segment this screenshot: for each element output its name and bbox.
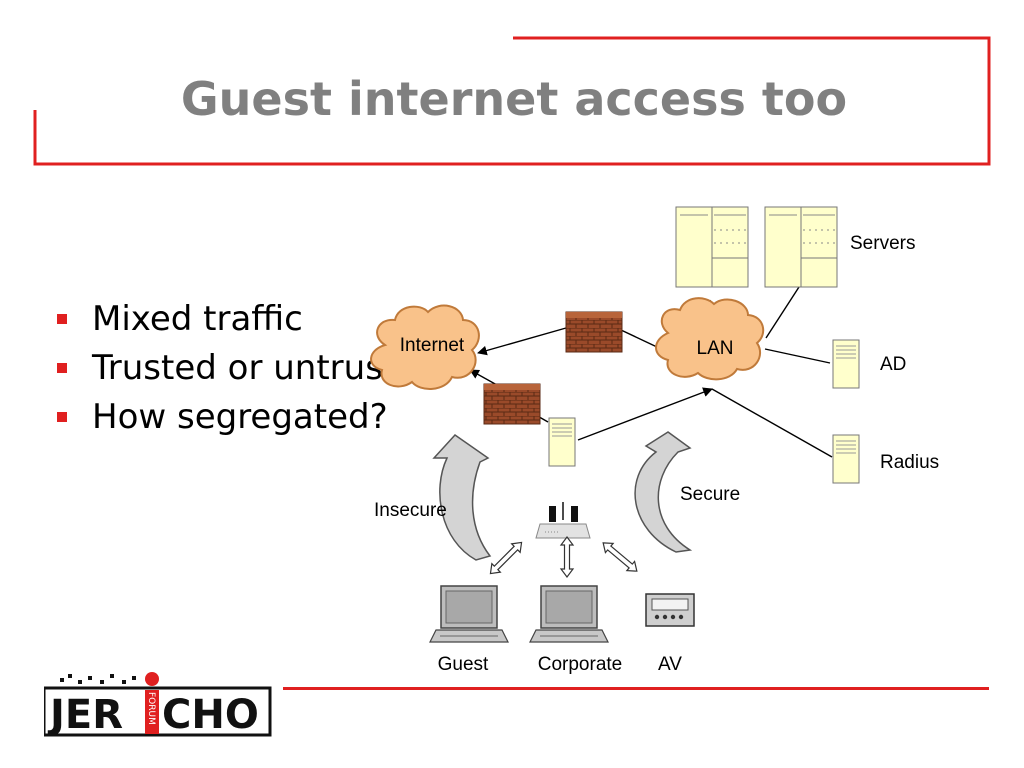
guest-label: Guest [438, 654, 489, 675]
logo-vertical-text: FORUM [146, 692, 156, 725]
jericho-forum-logo: JER FORUM CHO [44, 672, 272, 738]
line-firewall-internet [477, 327, 567, 356]
radius-server-icon [832, 434, 860, 484]
radius-label: Radius [880, 452, 939, 473]
line-firewall-lan [620, 329, 658, 348]
secure-label: Secure [680, 484, 740, 505]
title-frame [33, 36, 991, 166]
av-device-icon [645, 593, 695, 627]
footer-divider [283, 687, 989, 690]
firewall-icon [483, 383, 541, 425]
line-server-lan [577, 387, 713, 441]
ad-label: AD [880, 354, 906, 375]
bullet-marker-icon [57, 314, 67, 324]
wireless-link-arrows [489, 536, 638, 578]
bullet-marker-icon [57, 363, 67, 373]
gateway-server-icon [548, 417, 576, 467]
guest-laptop-icon [429, 585, 509, 643]
bullet-marker-icon [57, 412, 67, 422]
corporate-laptop-icon [529, 585, 609, 643]
rack-server-icon [675, 206, 749, 288]
bullet-item: Mixed traffic [55, 296, 457, 342]
logo-text-right: CHO [162, 692, 259, 738]
insecure-label: Insecure [374, 500, 447, 521]
av-label: AV [658, 654, 682, 675]
ad-server-icon [832, 339, 860, 389]
line-firewall2-internet [469, 369, 498, 386]
secure-curved-arrow-icon [634, 431, 693, 553]
logo-text-left: JER [47, 692, 123, 738]
bullet-item: How segregated? [55, 394, 457, 440]
double-arrow-icon [559, 536, 575, 578]
line-server2-lan [765, 286, 800, 339]
corporate-label: Corporate [538, 654, 623, 675]
insecure-curved-arrow-icon [432, 434, 492, 561]
internet-label: Internet [400, 335, 465, 356]
lan-label: LAN [697, 338, 734, 359]
servers-label: Servers [850, 233, 915, 254]
wireless-access-point-icon [535, 506, 591, 539]
internet-cloud-icon: Internet [370, 304, 480, 390]
double-arrow-icon [489, 541, 523, 575]
lan-cloud-icon: LAN [655, 297, 765, 381]
double-arrow-icon [602, 542, 638, 572]
rack-server-icon [764, 206, 838, 288]
line-lan-radius [711, 388, 833, 458]
firewall-icon [565, 311, 623, 353]
line-lan-ad [764, 348, 831, 364]
slide-title: Guest internet access too [180, 72, 848, 126]
